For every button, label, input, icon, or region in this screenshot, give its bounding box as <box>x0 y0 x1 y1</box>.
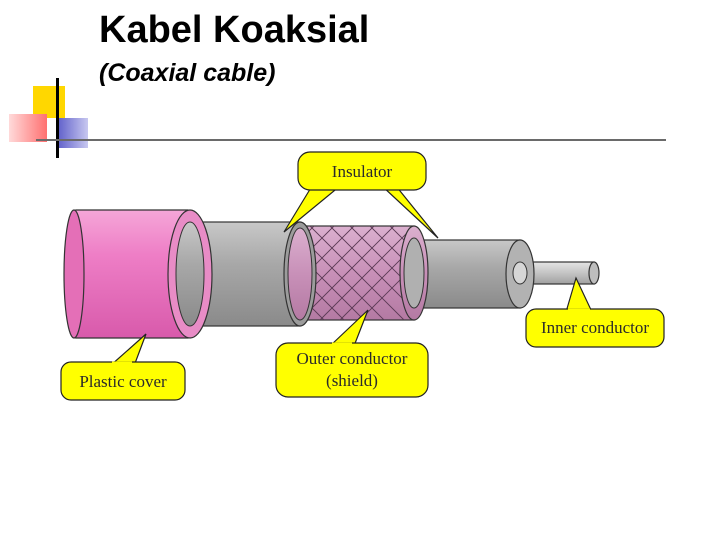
plastic-cover-callout: Plastic cover <box>60 333 186 401</box>
plastic-cover-label: Plastic cover <box>79 372 167 391</box>
outer-conductor-callout: Outer conductor (shield) <box>275 309 429 398</box>
blue-square <box>56 118 88 148</box>
inner-conductor-label: Inner conductor <box>541 318 649 337</box>
outer-conductor-label: Outer conductor <box>297 349 408 368</box>
plastic-cover-layer <box>63 209 213 339</box>
vertical-line <box>56 78 59 158</box>
inner-conductor-callout: Inner conductor <box>525 276 665 348</box>
outer-conductor-shield-label: (shield) <box>326 371 378 390</box>
insulator-callout: Insulator <box>283 151 439 239</box>
slide-decoration <box>0 0 720 160</box>
slide-subtitle: (Coaxial cable) <box>99 59 276 87</box>
insulator-layer <box>409 239 535 309</box>
yellow-square <box>33 86 65 118</box>
red-square <box>9 114 47 142</box>
slide-title: Kabel Koaksial <box>99 9 370 51</box>
insulator-label: Insulator <box>332 162 393 181</box>
horizontal-line <box>36 139 666 141</box>
